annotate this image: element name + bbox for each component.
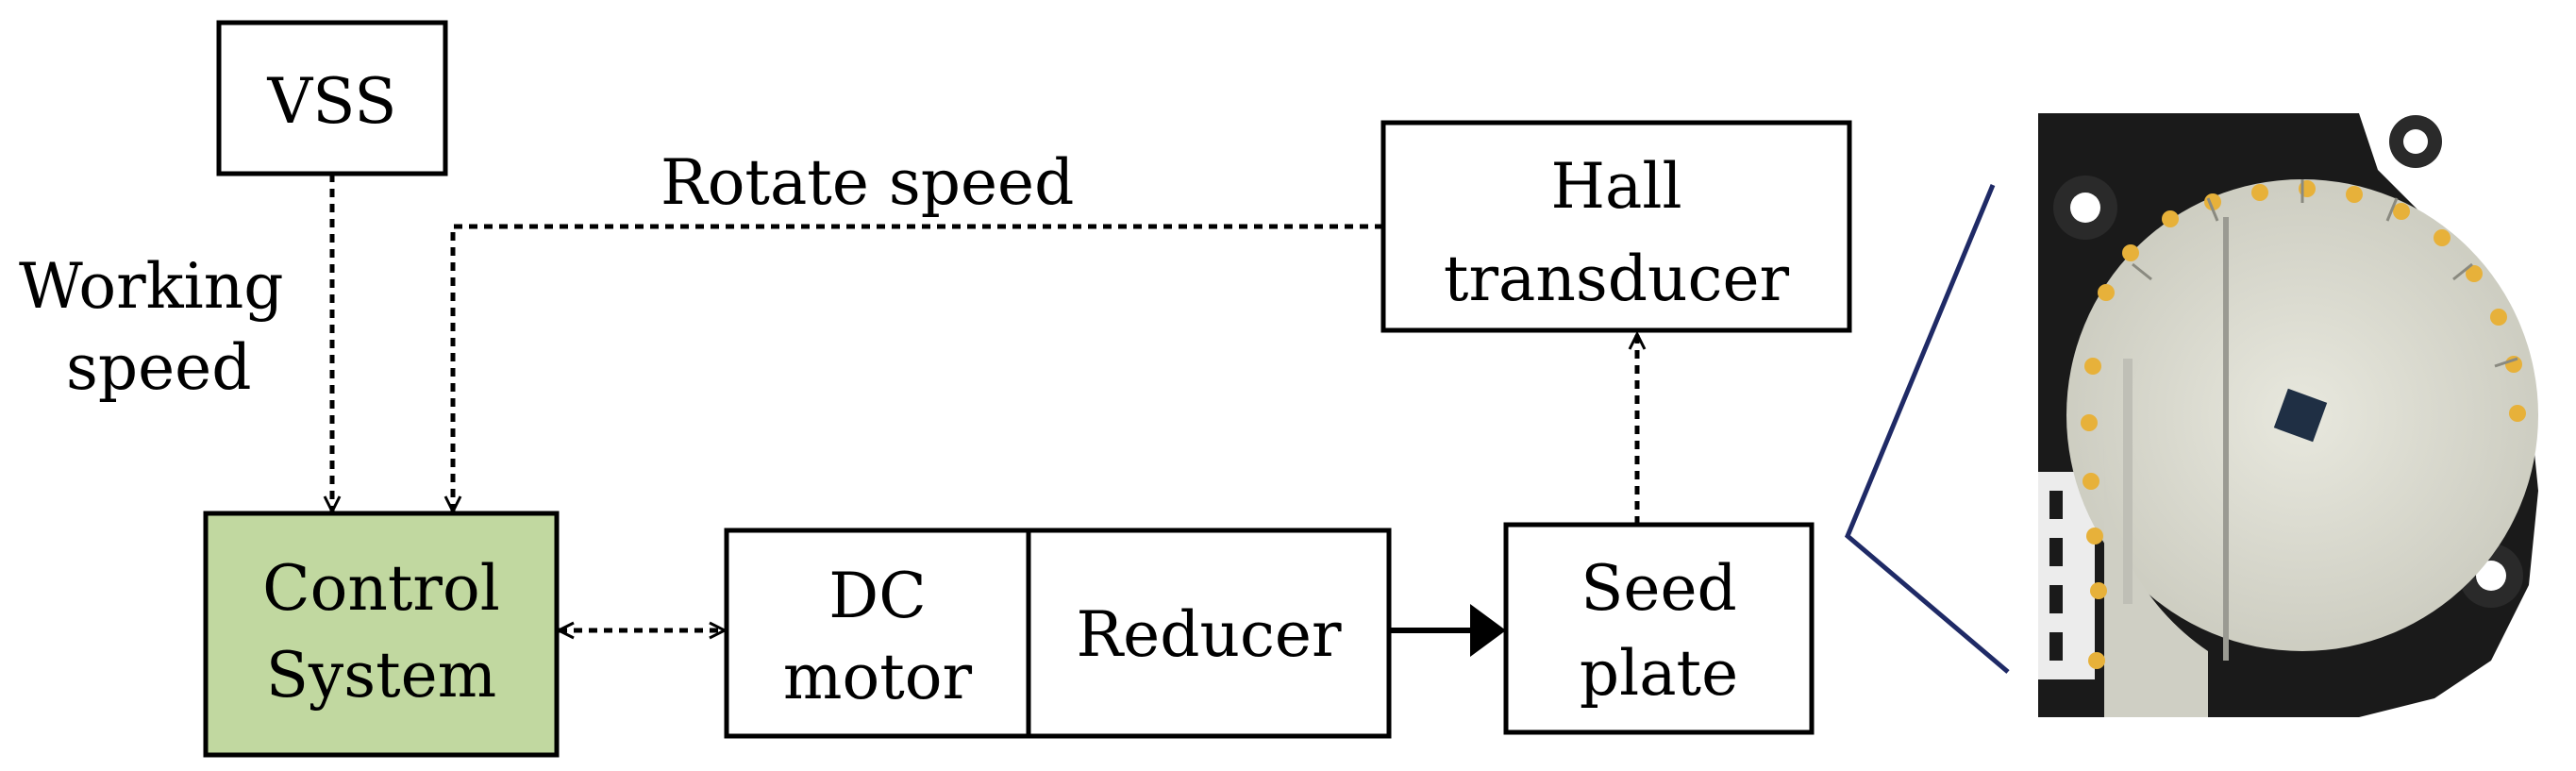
hall-transducer-node: Hall transducer [1380, 120, 1852, 333]
rotate-speed-label: Rotate speed [661, 146, 1074, 219]
control-system-node: Control System [203, 511, 560, 758]
seed-plate-node: Seed plate [1503, 522, 1815, 735]
dc-motor-label-line2: motor [783, 641, 973, 713]
edge-hall-to-control [453, 224, 1383, 511]
seed-plate-label-line1: Seed [1581, 552, 1737, 625]
working-speed-label-line2: speed [66, 331, 252, 404]
edge-reducer-to-seedplate-arrowhead [1470, 604, 1506, 657]
seed-plate-label-line2: plate [1580, 637, 1738, 710]
seed-plate-photo-icon [2038, 113, 2538, 717]
vss-node: VSS [216, 20, 448, 176]
hall-label-line1: Hall [1550, 150, 1681, 223]
vss-label: VSS [267, 65, 397, 138]
dc-motor-reducer-node: DC motor Reducer [724, 528, 1392, 739]
reducer-label: Reducer [1076, 598, 1342, 671]
dc-motor-label-line1: DC [828, 560, 926, 632]
control-label-line1: Control [262, 552, 500, 625]
callout-line [1844, 184, 2010, 674]
working-speed-label-line1: Working [19, 250, 284, 323]
hall-label-line2: transducer [1444, 243, 1790, 315]
control-label-line2: System [266, 639, 497, 712]
